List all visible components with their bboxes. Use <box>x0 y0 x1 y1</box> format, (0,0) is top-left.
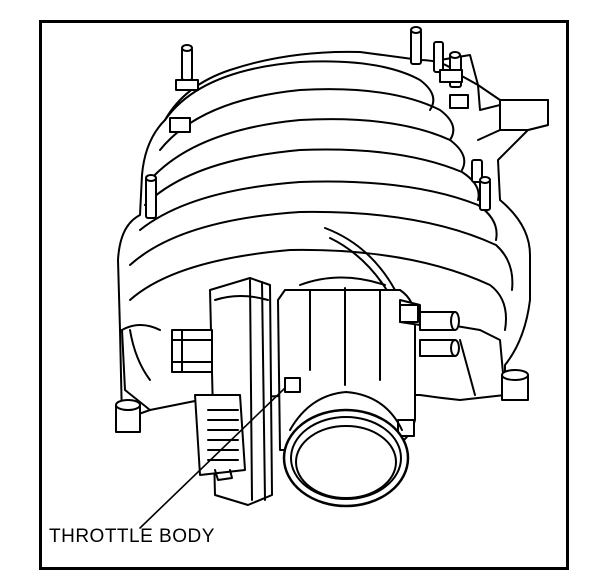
throttle-body-label: THROTTLE BODY <box>49 526 215 547</box>
throttle-body-leader-line <box>139 387 286 529</box>
throttle-body <box>171 276 460 508</box>
manifold-studs <box>115 26 529 433</box>
